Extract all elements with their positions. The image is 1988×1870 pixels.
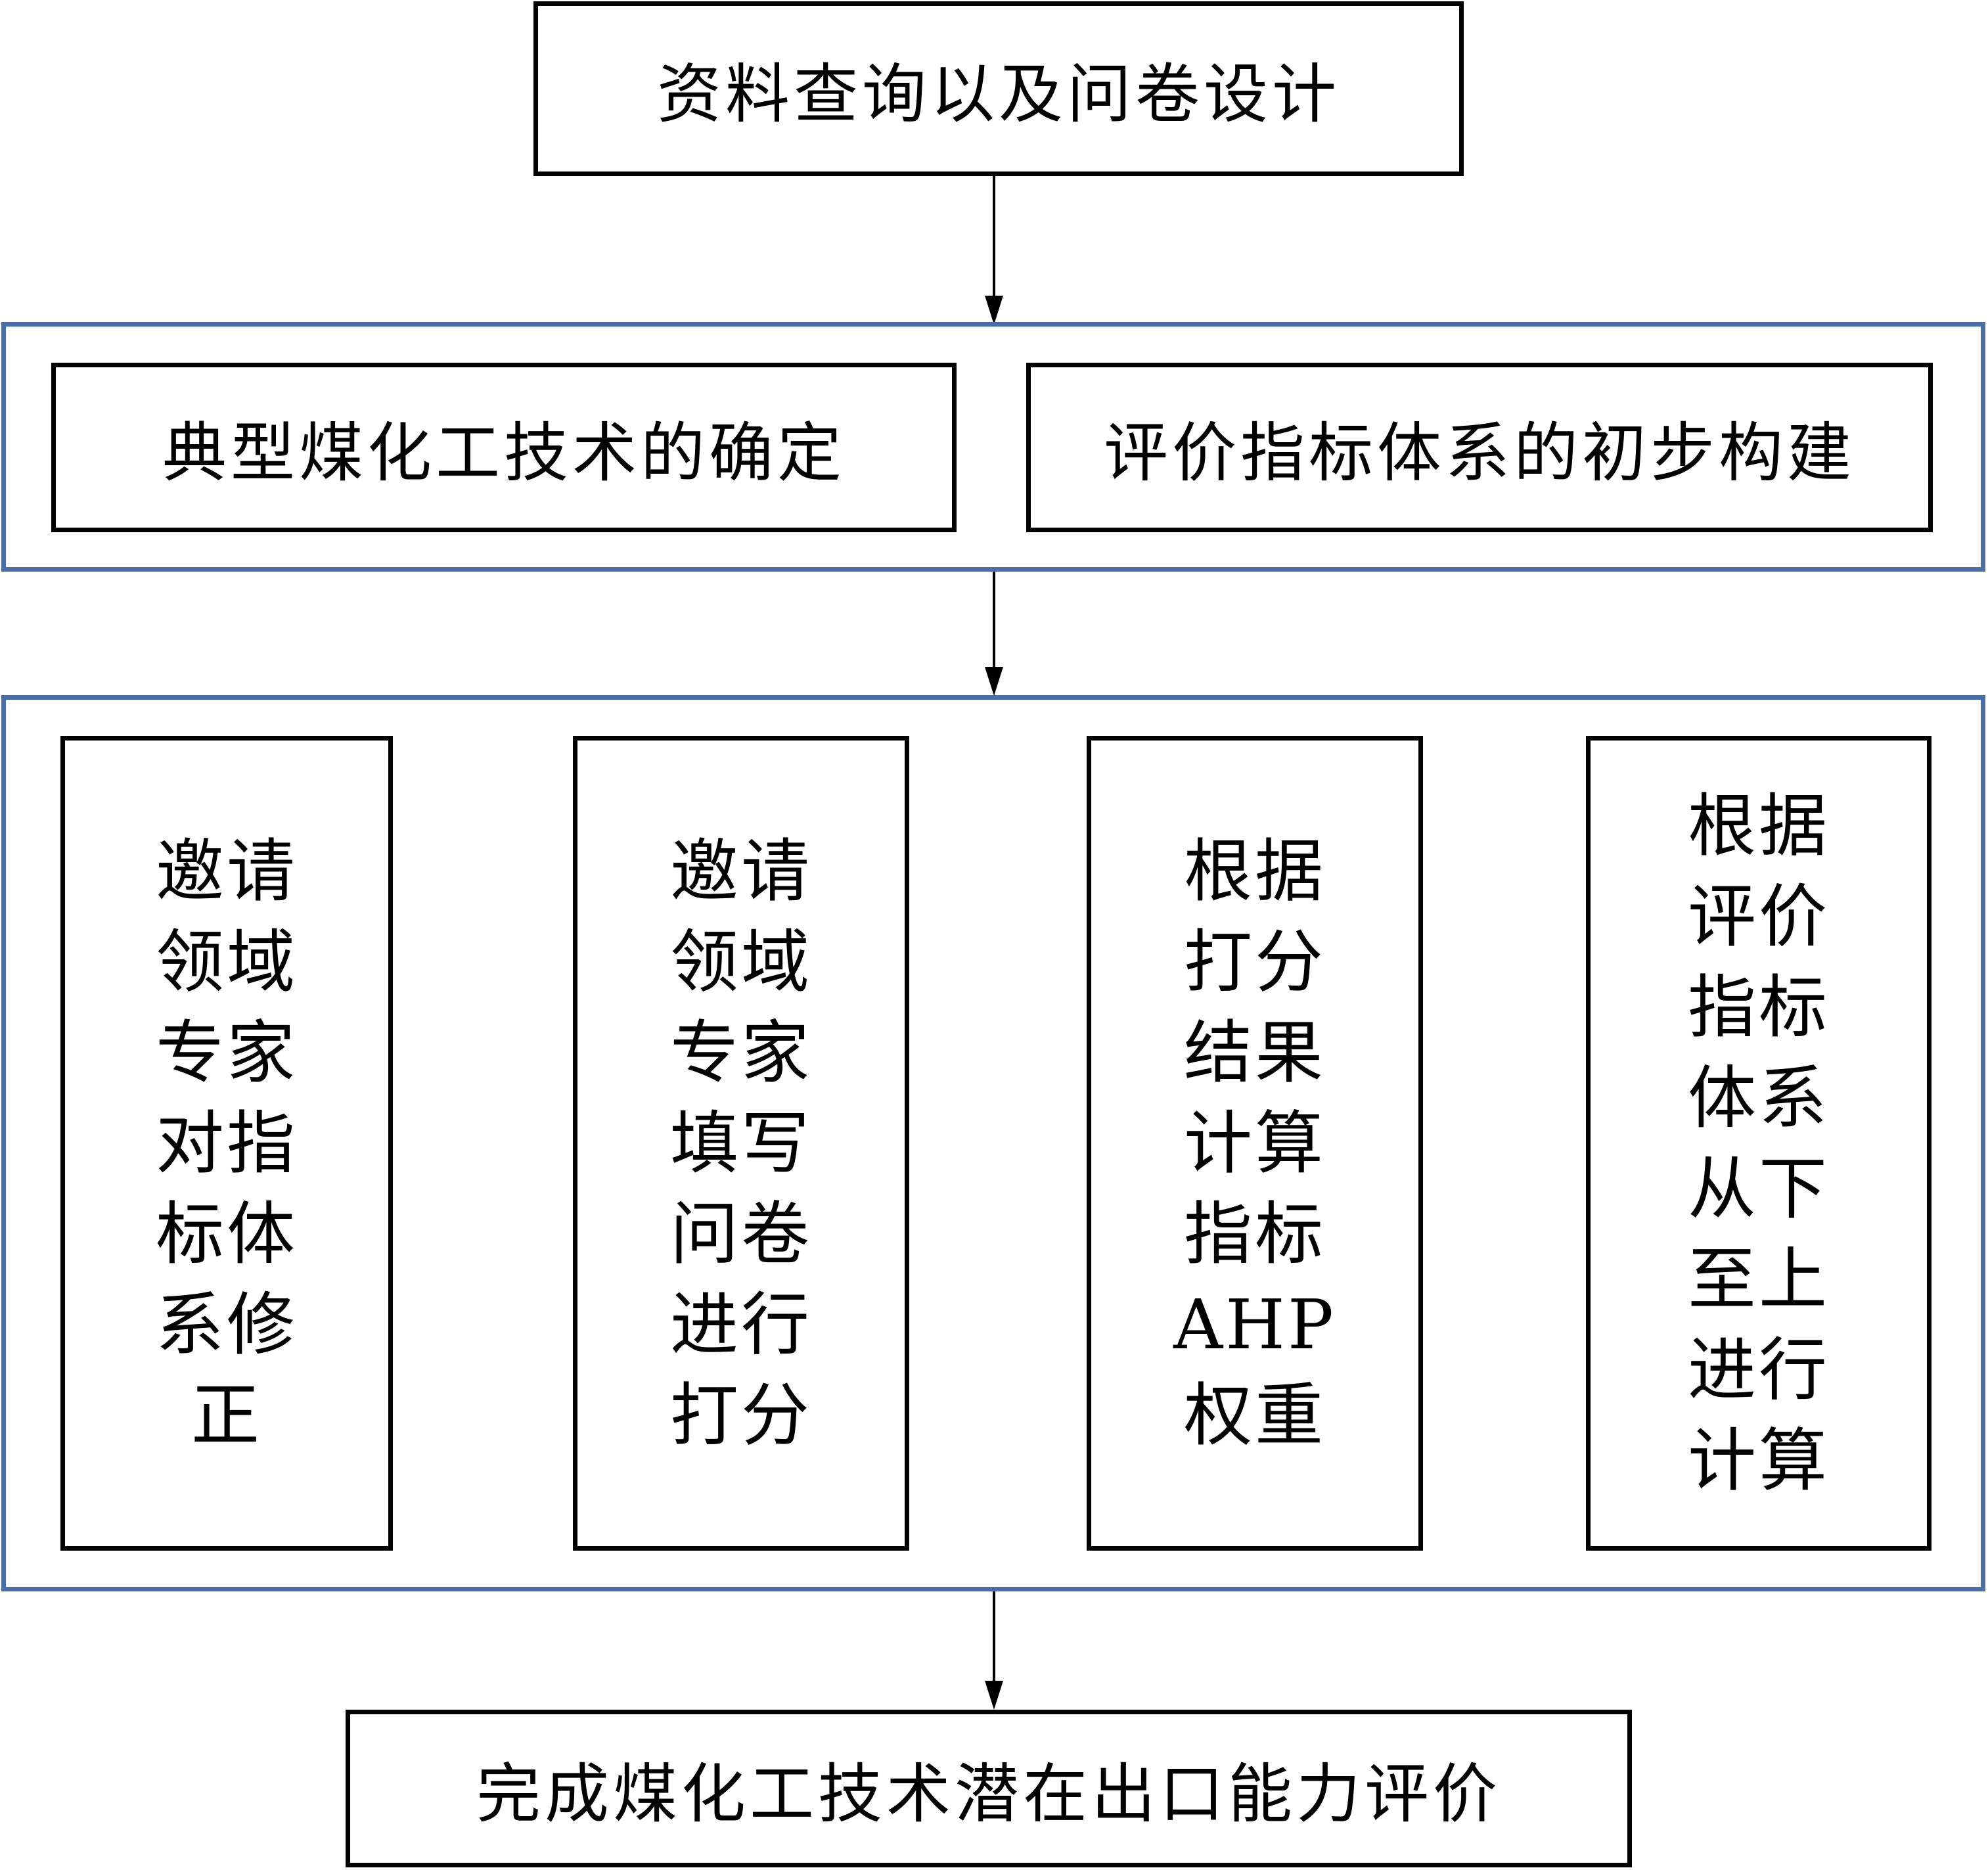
- text-line: AHP: [1173, 1285, 1336, 1365]
- arrow-down-icon: [985, 296, 1003, 325]
- text-line: 标体: [155, 1194, 298, 1274]
- text-line: 专家: [155, 1013, 298, 1093]
- text-line: 至上: [1687, 1239, 1830, 1319]
- text-line: 专家: [669, 1013, 812, 1093]
- step-typical-technology-box: 典型煤化工技术的确定: [51, 363, 957, 532]
- text-line: 权重: [1183, 1375, 1326, 1455]
- text-line: 打分: [669, 1375, 812, 1455]
- text-line: 指标: [1183, 1194, 1326, 1274]
- text-line: 填写: [669, 1103, 812, 1183]
- text-line: 邀请: [669, 831, 812, 911]
- text-line: 评价: [1687, 877, 1830, 957]
- text-line: 结果: [1183, 1013, 1326, 1093]
- text-line: 指标: [1687, 967, 1830, 1047]
- text-line: 计算: [1687, 1421, 1830, 1501]
- step-expert-revision-box: 邀请 领域 专家 对指 标体 系修 正: [60, 736, 393, 1551]
- step-typical-technology-label: 典型煤化工技术的确定: [162, 416, 846, 491]
- arrow-line: [993, 1591, 995, 1703]
- text-line: 进行: [669, 1285, 812, 1365]
- text-line: 根据: [1183, 831, 1326, 911]
- arrow-down-icon: [985, 1681, 1003, 1710]
- step-data-collection-label: 资料查询以及问卷设计: [656, 57, 1340, 132]
- step-final-evaluation-label: 完成煤化工技术潜在出口能力评价: [476, 1757, 1501, 1832]
- stage-1-group: [1, 322, 1985, 572]
- text-line: 领域: [669, 922, 812, 1002]
- step-bottom-up-calculation-box: 根据 评价 指标 体系 从下 至上 进行 计算: [1586, 736, 1932, 1551]
- arrow-line: [993, 572, 995, 690]
- stage-2-group: [1, 695, 1985, 1591]
- text-line: 进行: [1687, 1330, 1830, 1410]
- text-line: 邀请: [155, 831, 298, 911]
- step-ahp-weight-box: 根据 打分 结果 计算 指标 AHP 权重: [1087, 736, 1423, 1551]
- step-indicator-system-label: 评价指标体系的初步构建: [1103, 416, 1855, 491]
- arrow-down-icon: [985, 667, 1003, 696]
- step-final-evaluation-box: 完成煤化工技术潜在出口能力评价: [346, 1710, 1632, 1867]
- text-line: 计算: [1183, 1103, 1326, 1183]
- step-indicator-system-box: 评价指标体系的初步构建: [1026, 363, 1933, 532]
- text-line: 正: [191, 1375, 262, 1455]
- text-line: 对指: [155, 1103, 298, 1183]
- text-line: 根据: [1687, 786, 1830, 866]
- text-line: 领域: [155, 922, 298, 1002]
- text-line: 体系: [1687, 1058, 1830, 1138]
- text-line: 打分: [1183, 922, 1326, 1002]
- step-data-collection-box: 资料查询以及问卷设计: [533, 1, 1464, 176]
- arrow-line: [993, 176, 995, 301]
- text-line: 系修: [155, 1285, 298, 1365]
- text-line: 问卷: [669, 1194, 812, 1274]
- step-expert-scoring-box: 邀请 领域 专家 填写 问卷 进行 打分: [573, 736, 909, 1551]
- text-line: 从下: [1687, 1149, 1830, 1229]
